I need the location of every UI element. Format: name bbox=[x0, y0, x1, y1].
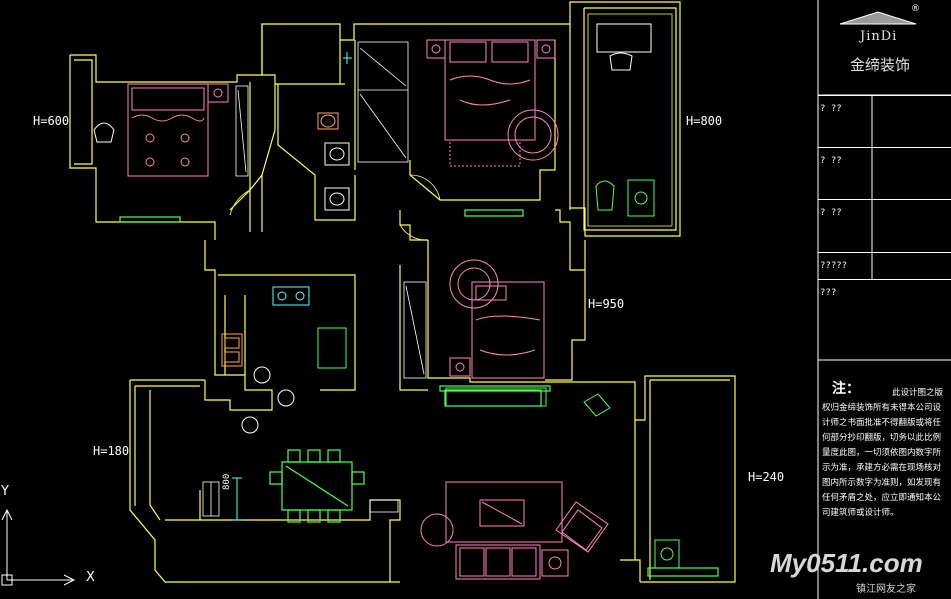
dimension-800: 800 bbox=[222, 473, 232, 490]
title-row-4: ????? bbox=[818, 252, 951, 281]
registered-mark: ® bbox=[911, 4, 920, 14]
title-row-3: ? ?? bbox=[818, 199, 951, 228]
watermark-main: My0511.com bbox=[770, 548, 923, 578]
height-label-180: H=180 bbox=[93, 444, 130, 458]
title-row-5: ??? bbox=[818, 279, 951, 308]
title-row-2: ? ?? bbox=[818, 147, 951, 176]
bathroom-fixtures bbox=[317, 52, 352, 211]
title-block-frame bbox=[817, 0, 951, 599]
brand-name-chinese: 金缔装饰 bbox=[850, 56, 911, 74]
title-block: ® JinDi 金缔装饰 ? ?? ? ?? ? ?? ????? ??? 注：… bbox=[818, 0, 951, 599]
dining-set bbox=[269, 449, 365, 523]
note-title: 注： bbox=[832, 381, 860, 397]
master-bed bbox=[426, 39, 559, 167]
balcony-desk bbox=[595, 23, 655, 217]
site-watermark: My0511.com 镇江网友之家 bbox=[760, 548, 950, 596]
kitchen-appliances bbox=[221, 286, 347, 434]
bedroom-2-furniture bbox=[449, 259, 545, 379]
living-room-furniture bbox=[420, 481, 609, 580]
axis-y-label: Y bbox=[1, 484, 9, 499]
dining-dimension bbox=[232, 477, 242, 521]
ucs-axis-icon bbox=[1, 508, 76, 586]
wardrobes bbox=[235, 41, 427, 379]
brand-name-english: JinDi bbox=[860, 29, 898, 44]
height-label-800: H=800 bbox=[686, 114, 723, 128]
tv-stand bbox=[445, 387, 680, 569]
bedroom-1-chair bbox=[93, 122, 115, 143]
height-label-950: H=950 bbox=[588, 297, 625, 311]
doors bbox=[229, 174, 441, 241]
height-label-600: H=600 bbox=[33, 114, 70, 128]
note-body: 此设计图之版权归金缔装饰所有未得本公司设计师之书面批准不得翻版或将任何部分抄印翻… bbox=[822, 388, 944, 518]
height-label-240: H=240 bbox=[748, 470, 785, 484]
watermark-sub: 镇江网友之家 bbox=[856, 584, 916, 595]
bedroom-1-furniture bbox=[127, 83, 229, 177]
title-row-1: ? ?? bbox=[818, 95, 951, 124]
cabinet bbox=[202, 481, 399, 517]
walls bbox=[69, 1, 736, 583]
windows bbox=[119, 209, 719, 577]
axis-x-label: X bbox=[86, 570, 95, 585]
